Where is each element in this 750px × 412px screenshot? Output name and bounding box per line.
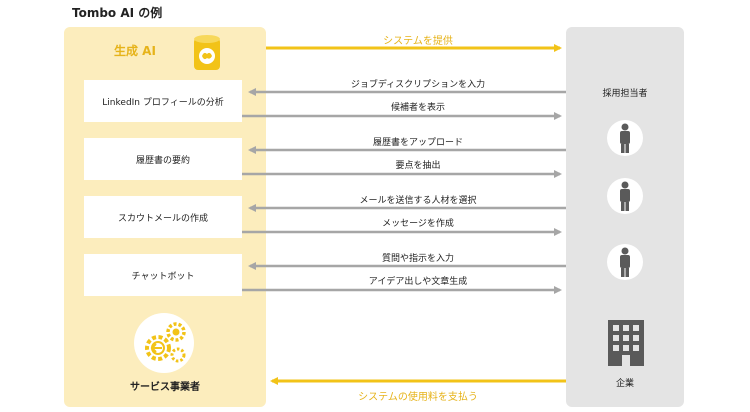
flow-label-in-2: 履歴書をアップロード xyxy=(372,138,463,148)
pay-fee-label: システムの使用料を支払う xyxy=(358,392,478,403)
person-icon xyxy=(607,178,643,214)
ai-database-icon xyxy=(194,35,220,70)
flow-label-in-3: メールを送信する人材を選択 xyxy=(359,196,477,206)
flow-label-out-4: アイデア出しや文章生成 xyxy=(368,277,468,287)
diagram-title: Tombo AI の例 xyxy=(72,6,163,20)
function-label: LinkedIn プロフィールの分析 xyxy=(102,97,224,108)
person-icon xyxy=(607,244,643,280)
flow-label-out-3: メッセージを作成 xyxy=(382,219,454,229)
recruiter-label: 採用担当者 xyxy=(602,89,648,99)
function-label: 履歴書の要約 xyxy=(135,155,190,166)
gears-arrow-icon xyxy=(134,313,194,373)
flow-label-out-2: 要点を抽出 xyxy=(395,161,441,171)
generative-ai-label: 生成 AI xyxy=(114,44,156,58)
flow-label-out-1: 候補者を表示 xyxy=(390,103,445,113)
building-icon xyxy=(608,320,644,366)
flow-label-in-4: 質問や指示を入力 xyxy=(381,254,454,264)
company-label: 企業 xyxy=(615,379,634,389)
provide-system-label: システムを提供 xyxy=(383,36,453,47)
function-box-linkedin: LinkedIn プロフィールの分析 xyxy=(84,80,242,122)
function-label: スカウトメールの作成 xyxy=(117,213,208,224)
function-box-scout-mail: スカウトメールの作成 xyxy=(84,196,242,238)
service-provider-label: サービス事業者 xyxy=(130,382,200,393)
function-label: チャットボット xyxy=(131,271,195,282)
function-box-resume: 履歴書の要約 xyxy=(84,138,242,180)
person-icon xyxy=(607,120,643,156)
flow-label-in-1: ジョブディスクリプションを入力 xyxy=(350,80,486,90)
function-box-chatbot: チャットボット xyxy=(84,254,242,296)
